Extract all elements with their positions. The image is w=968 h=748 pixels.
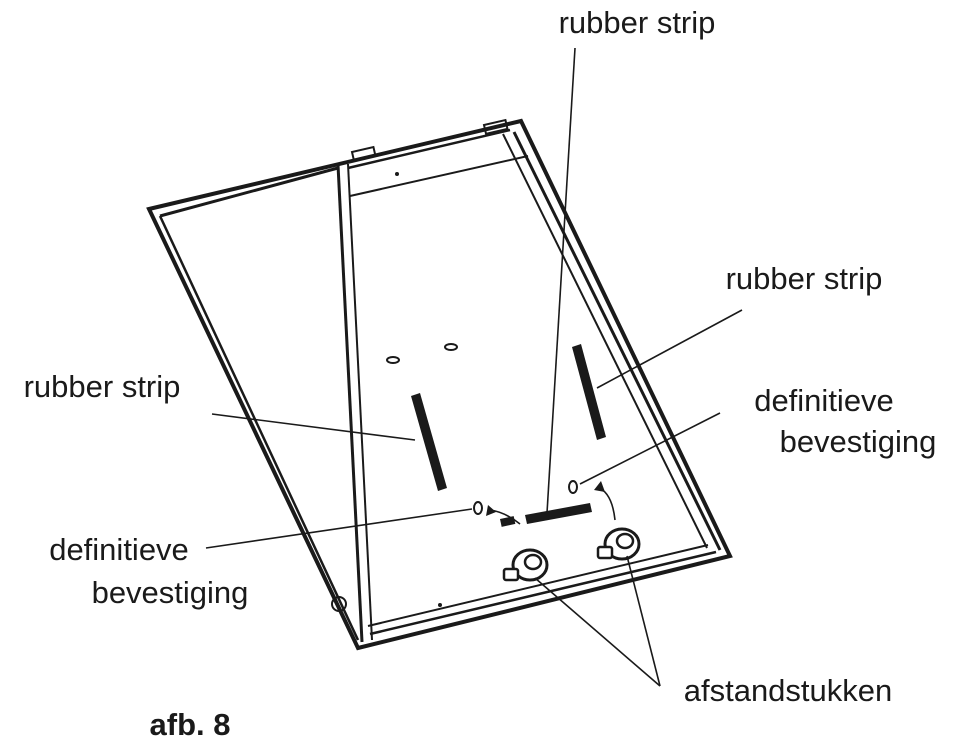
figure-caption: afb. 8 [150,707,231,742]
label-rubber-strip-right: rubber strip [726,261,883,296]
leader-lines [205,47,743,687]
spacer-left-icon [502,548,549,582]
panel-outline [146,118,733,651]
fixing-points [473,480,616,527]
fixing-hole-right [568,480,578,494]
label-spacers: afstandstukken [684,673,893,708]
fixing-hole-left [473,501,483,515]
rubber-strip-right [572,344,606,440]
label-rubber-strip-top: rubber strip [559,5,716,40]
rubber-strip-bottom [525,503,592,524]
label-fixing-right-line1: definitieve [754,383,894,418]
label-fixing-right-line2: bevestiging [780,424,937,459]
spacers [502,527,641,582]
rubber-strip-left [411,393,447,491]
label-rubber-strip-left: rubber strip [24,369,181,404]
label-fixing-left-line2: bevestiging [92,575,249,610]
spacer-right-icon [596,527,641,561]
rubber-strips [411,344,606,524]
label-fixing-left-line1: definitieve [49,532,189,567]
